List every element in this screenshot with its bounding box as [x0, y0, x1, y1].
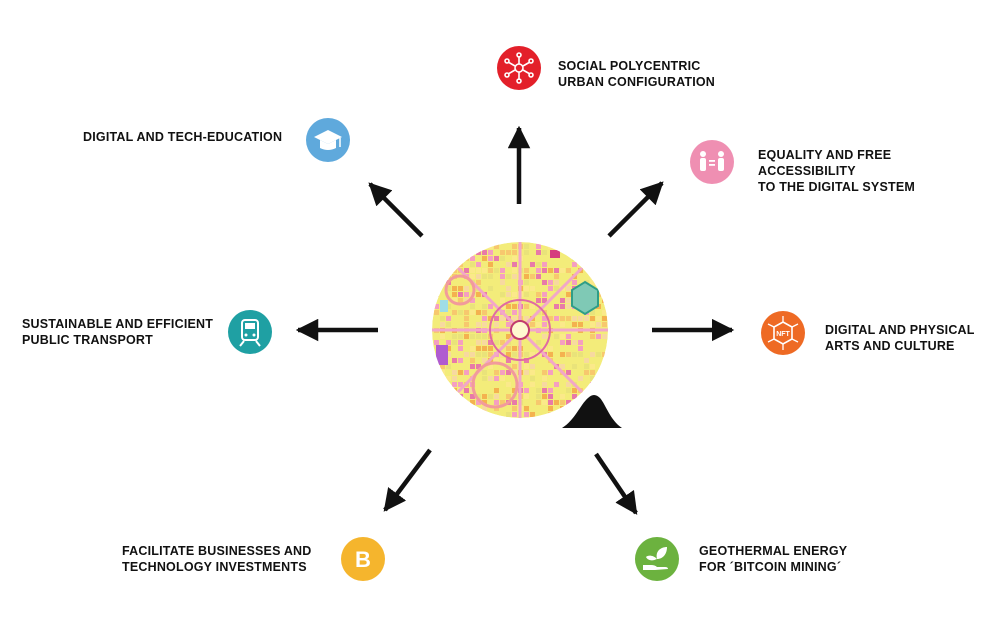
nft-icon: NFT [761, 311, 805, 355]
arrow-up-right [607, 181, 664, 238]
equality-people-icon [690, 140, 734, 184]
arrow-down-left [383, 448, 432, 512]
arts-label: DIGITAL AND PHYSICAL ARTS AND CULTURE [825, 323, 975, 353]
nft-icon-label: NFT [776, 331, 790, 338]
graduation-cap-icon [306, 118, 350, 162]
arrow-up-left [368, 182, 424, 238]
network-icon [497, 46, 541, 90]
bitcoin-icon: B [341, 537, 385, 581]
transport-label: SUSTAINABLE AND EFFICIENT PUBLIC TRANSPO… [22, 317, 214, 347]
volcano-icon [562, 395, 622, 428]
geothermal-label: GEOTHERMAL ENERGY FOR ´BITCOIN MINING´ [699, 544, 848, 574]
arrow-down-right [594, 452, 638, 515]
business-label: FACILITATE BUSINESSES AND TECHNOLOGY INV… [122, 544, 312, 574]
social-label: SOCIAL POLYCENTRIC URBAN CONFIGURATION [558, 59, 716, 89]
city-plan-circle [432, 242, 608, 418]
leaf-hand-icon [635, 537, 679, 581]
education-label: DIGITAL AND TECH-EDUCATION [83, 130, 283, 144]
bitcoin-icon-label: B [355, 547, 371, 572]
equality-label: EQUALITY AND FREE ACCESSIBILITY TO THE D… [758, 148, 915, 194]
train-icon [228, 310, 272, 354]
